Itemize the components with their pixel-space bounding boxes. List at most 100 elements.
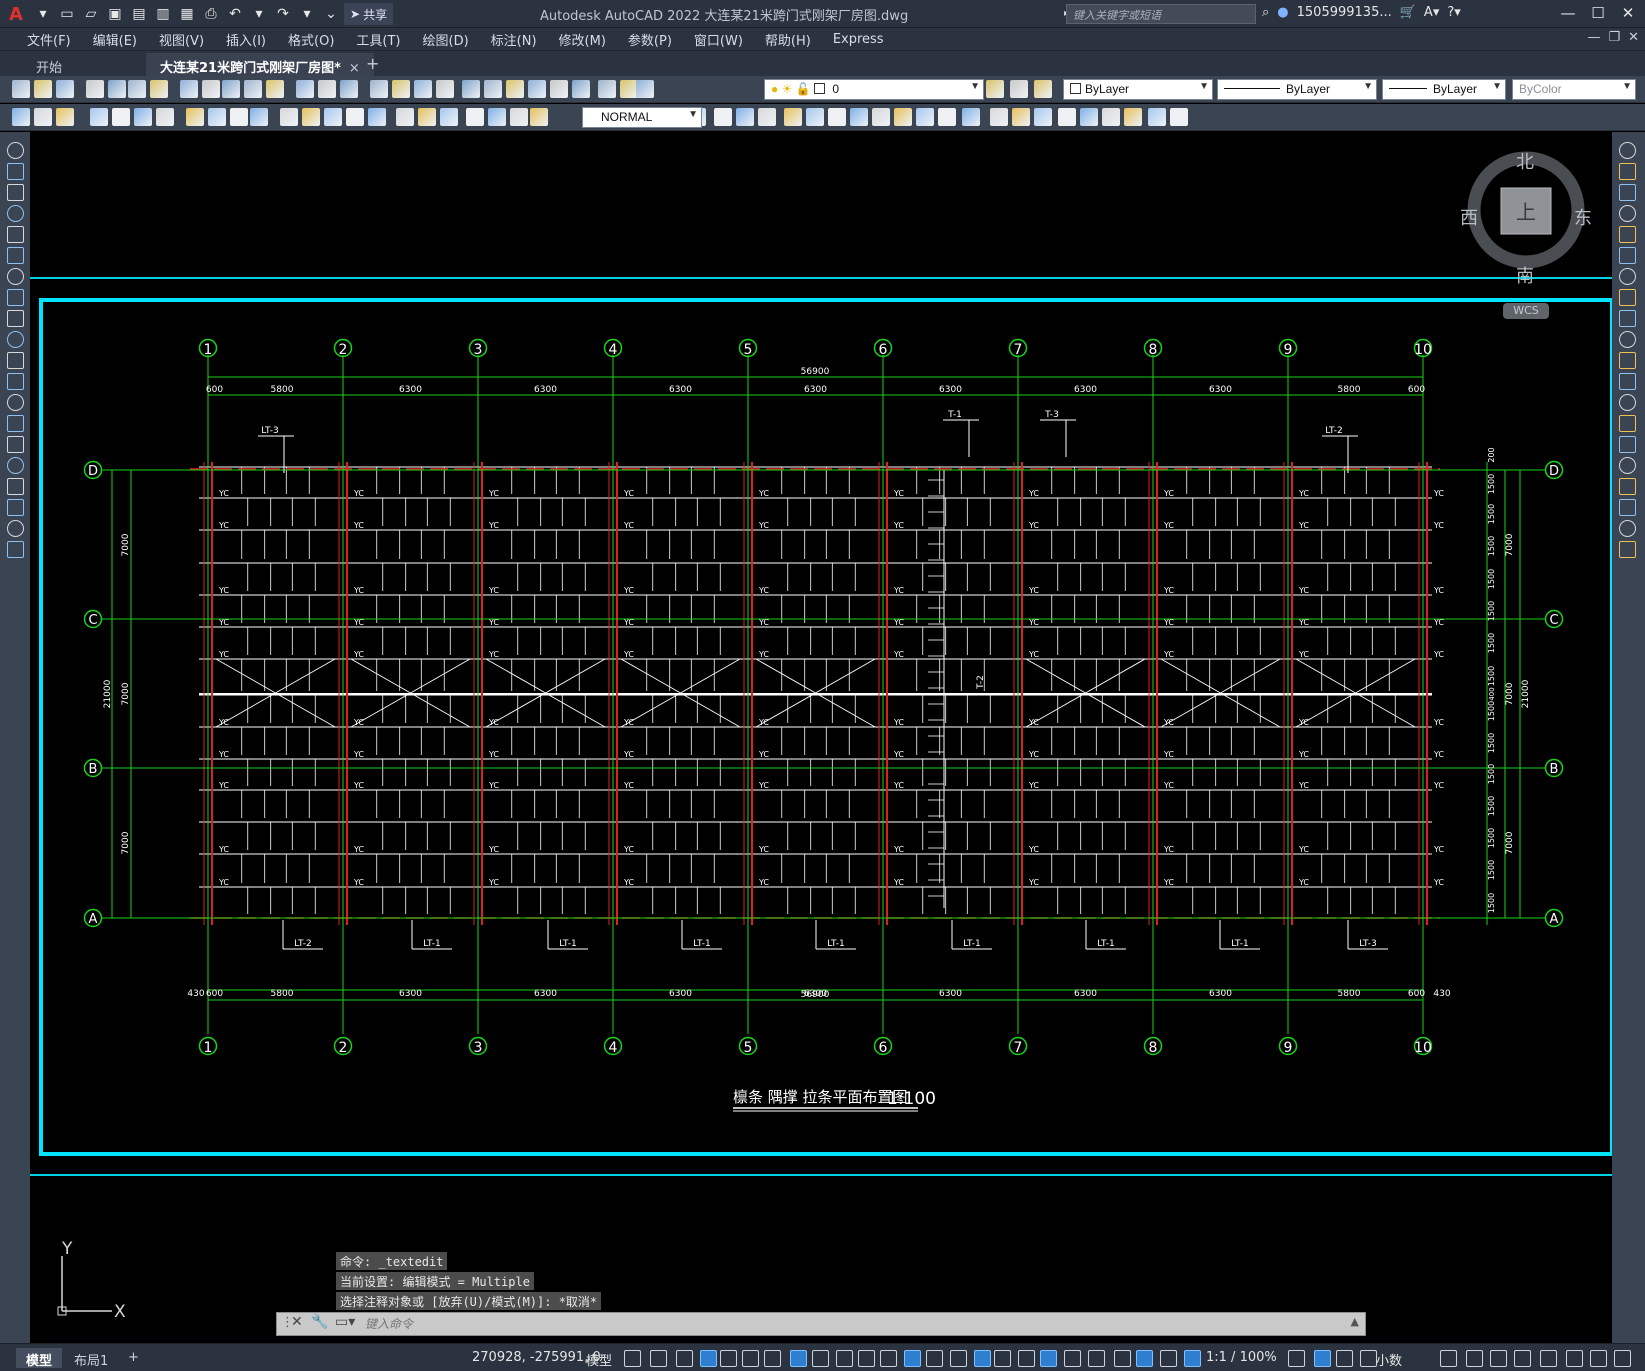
command-line[interactable]: ⋮ ✕ 🔧 ▭▾ ▲ bbox=[276, 1312, 1366, 1336]
arc-length-icon[interactable] bbox=[134, 108, 152, 126]
region-icon[interactable] bbox=[7, 478, 24, 495]
preview-icon[interactable] bbox=[108, 80, 126, 98]
match-props-icon[interactable] bbox=[244, 80, 262, 98]
construction-line-icon[interactable] bbox=[7, 163, 24, 180]
revision-cloud-icon[interactable] bbox=[7, 289, 24, 306]
join-icon[interactable] bbox=[1619, 415, 1636, 432]
plotstyle-dropdown[interactable]: ByColor ▼ bbox=[1512, 79, 1636, 100]
print-icon[interactable]: ⎙ bbox=[205, 6, 217, 22]
pan-icon[interactable] bbox=[370, 80, 388, 98]
infer-icon[interactable] bbox=[700, 1350, 717, 1367]
jogged-icon[interactable] bbox=[208, 108, 226, 126]
join-icon[interactable] bbox=[1034, 108, 1052, 126]
table-icon[interactable] bbox=[7, 499, 24, 516]
autodesk-app-icon[interactable]: A▾ bbox=[1423, 5, 1440, 20]
plus-icon[interactable] bbox=[1360, 1350, 1377, 1367]
annotation-scale[interactable]: 1:1 / 100% bbox=[1206, 1350, 1277, 1365]
viewcube[interactable]: 北 南 东 西 上 bbox=[1460, 148, 1592, 287]
menu-help[interactable]: 帮助(H) bbox=[764, 33, 811, 49]
aligned-dim-icon[interactable] bbox=[112, 108, 130, 126]
layer-previous-icon[interactable] bbox=[1010, 80, 1028, 98]
zoom-realtime-icon[interactable] bbox=[392, 80, 410, 98]
save-as-icon[interactable]: ▤ bbox=[132, 6, 146, 22]
annotation-scale-icon[interactable] bbox=[1184, 1350, 1201, 1367]
cut-icon[interactable] bbox=[180, 80, 198, 98]
move-icon[interactable] bbox=[1619, 247, 1636, 264]
add-selected-icon[interactable] bbox=[7, 541, 24, 558]
trim-icon[interactable] bbox=[1619, 331, 1636, 348]
scale-icon[interactable] bbox=[916, 108, 934, 126]
stretch-icon[interactable] bbox=[1619, 310, 1636, 327]
calculator-icon[interactable] bbox=[572, 80, 590, 98]
selection-filter-icon[interactable] bbox=[1064, 1350, 1081, 1367]
dimstyle-dropdown[interactable]: NORMAL ▼ bbox=[582, 107, 702, 128]
save-icon[interactable]: ▣ bbox=[108, 6, 122, 22]
compass-west[interactable]: 西 bbox=[1460, 208, 1478, 229]
ordinate-icon[interactable] bbox=[156, 108, 174, 126]
undo-dropdown-icon[interactable]: ▾ bbox=[255, 6, 263, 22]
make-current-icon[interactable] bbox=[986, 80, 1004, 98]
3d-print-icon[interactable] bbox=[150, 80, 168, 98]
insert-block-icon[interactable] bbox=[7, 373, 24, 390]
maximize-icon[interactable]: ☐ bbox=[1591, 4, 1605, 22]
ellipse-arc-icon[interactable] bbox=[7, 352, 24, 369]
offset-icon[interactable] bbox=[1124, 108, 1142, 126]
angular-icon[interactable] bbox=[250, 108, 268, 126]
menu-parametric[interactable]: 参数(P) bbox=[627, 33, 672, 49]
compass-north[interactable]: 北 bbox=[1516, 152, 1534, 173]
tool-palette-icon[interactable] bbox=[506, 80, 524, 98]
menu-insert[interactable]: 插入(I) bbox=[226, 33, 267, 49]
rotate-icon[interactable] bbox=[850, 108, 868, 126]
color-dropdown[interactable]: ByLayer ▼ bbox=[1063, 79, 1213, 100]
front-view-icon[interactable] bbox=[736, 108, 754, 126]
new-icon[interactable] bbox=[12, 80, 30, 98]
export-icon[interactable]: ▦ bbox=[180, 6, 194, 22]
offset-icon[interactable] bbox=[1619, 205, 1636, 222]
copy-icon[interactable] bbox=[202, 80, 220, 98]
object-snap-dropdown-icon[interactable] bbox=[904, 1350, 921, 1367]
grip-icon[interactable]: ⋮ bbox=[281, 1315, 294, 1330]
mirror-icon[interactable] bbox=[1619, 184, 1636, 201]
recent-commands-icon[interactable]: ▭▾ bbox=[335, 1314, 356, 1330]
help-icon[interactable] bbox=[598, 80, 616, 98]
dim-style-icon[interactable] bbox=[34, 108, 52, 126]
menu-express[interactable]: Express bbox=[832, 31, 884, 47]
polygon-icon[interactable] bbox=[7, 205, 24, 222]
copy-icon[interactable] bbox=[1619, 163, 1636, 180]
3d-osnap-dropdown-icon[interactable] bbox=[1018, 1350, 1035, 1367]
compass-south[interactable]: 南 bbox=[1516, 266, 1534, 287]
menu-edit[interactable]: 编辑(E) bbox=[92, 33, 137, 49]
search-input[interactable]: 键入关键字或短语 bbox=[1066, 4, 1256, 24]
menu-format[interactable]: 格式(O) bbox=[288, 33, 335, 49]
break-icon[interactable] bbox=[368, 108, 386, 126]
undo-icon[interactable] bbox=[296, 80, 314, 98]
annotation-visibility-icon[interactable] bbox=[1136, 1350, 1153, 1367]
fillet-icon[interactable] bbox=[1619, 457, 1636, 474]
customize-icon[interactable] bbox=[1590, 1350, 1607, 1367]
block-editor-icon[interactable] bbox=[266, 80, 284, 98]
chevron-up-icon[interactable]: ▲ bbox=[1350, 1315, 1359, 1328]
cart-icon[interactable]: 🛒 bbox=[1399, 5, 1416, 20]
layer-dropdown[interactable]: ● ☀ 🔓 0 ▼ bbox=[764, 79, 984, 100]
back-view-icon[interactable] bbox=[758, 108, 776, 126]
annotation-monitor-icon[interactable] bbox=[1336, 1350, 1353, 1367]
tab-model[interactable]: 模型 bbox=[16, 1348, 63, 1369]
break-point-icon[interactable] bbox=[1619, 373, 1636, 390]
transparency-icon[interactable] bbox=[950, 1350, 967, 1367]
graphics-perf-icon[interactable] bbox=[1514, 1350, 1531, 1367]
edit-dim-icon[interactable] bbox=[488, 108, 506, 126]
point-icon[interactable] bbox=[7, 415, 24, 432]
menu-window[interactable]: 窗口(W) bbox=[693, 33, 743, 49]
new-file-icon[interactable]: ▭ bbox=[60, 6, 74, 22]
snap-icon[interactable] bbox=[650, 1350, 667, 1367]
tab-start[interactable]: 开始 bbox=[22, 53, 142, 77]
close-icon[interactable]: ✕ bbox=[1621, 4, 1635, 22]
doc-close-icon[interactable]: ✕ bbox=[1628, 30, 1639, 45]
zoom-window-icon[interactable] bbox=[414, 80, 432, 98]
continue-icon[interactable] bbox=[324, 108, 342, 126]
doc-restore-icon[interactable]: ❐ bbox=[1608, 30, 1621, 45]
zoom-previous-icon[interactable] bbox=[436, 80, 454, 98]
quick-dim-icon[interactable] bbox=[280, 108, 298, 126]
lineweight-dropdown[interactable]: ByLayer ▼ bbox=[1382, 79, 1506, 100]
make-block-icon[interactable] bbox=[7, 394, 24, 411]
